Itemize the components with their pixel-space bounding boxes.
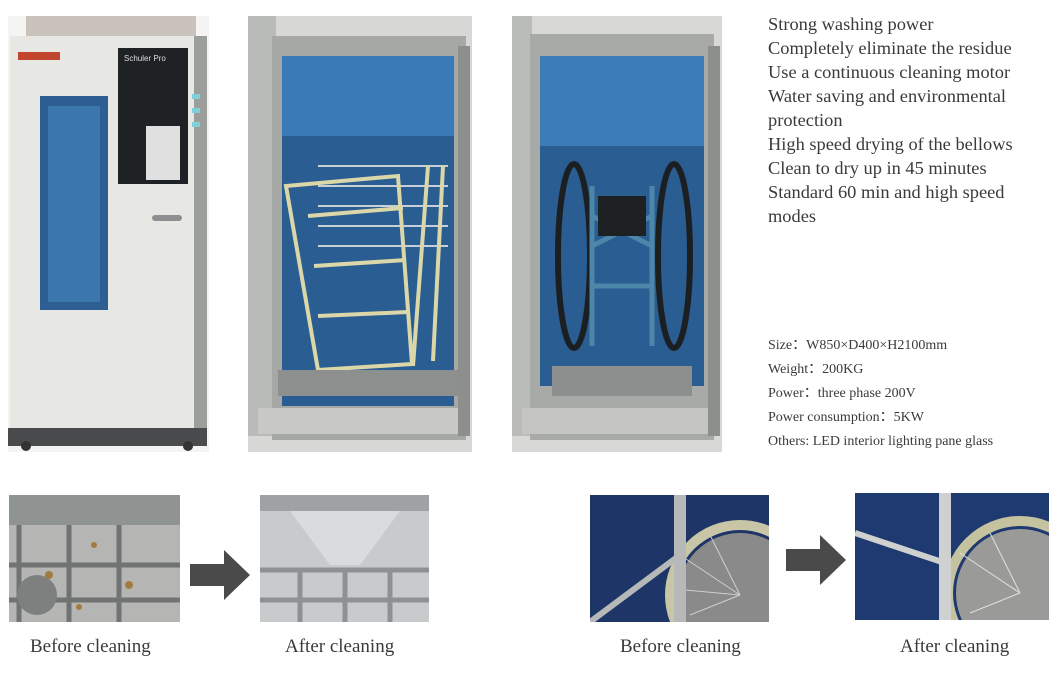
feature-item: High speed drying of the bellows xyxy=(768,134,1013,154)
feature-list: Strong washing power Completely eliminat… xyxy=(768,12,1053,228)
arrow-right-icon xyxy=(786,535,846,585)
spec-others: Others: LED interior lighting pane glass xyxy=(768,434,994,449)
before-cleaning-caption-2: Before cleaning xyxy=(620,636,741,657)
spec-size: Size：W850×D400×H2100mm xyxy=(768,338,948,353)
machine-open-wheelchair-photo xyxy=(512,16,722,452)
feature-item: Completely eliminate the residue xyxy=(768,38,1012,58)
feature-item: Clean to dry up in 45 minutes xyxy=(768,158,987,178)
spec-list: Size：W850×D400×H2100mm Weight：200KG Powe… xyxy=(768,334,1058,454)
machine-closed-photo: Schuler Pro xyxy=(8,16,209,452)
after-cleaning-caption-2: After cleaning xyxy=(900,636,1010,657)
before-cleaning-caption-1: Before cleaning xyxy=(30,636,151,657)
after-cleaning-photo-1 xyxy=(260,495,429,622)
after-cleaning-photo-2 xyxy=(855,493,1049,620)
spec-power-consumption: Power consumption：5KW xyxy=(768,410,924,425)
after-cleaning-caption-1: After cleaning xyxy=(285,636,395,657)
feature-item: Strong washing power xyxy=(768,14,934,34)
arrow-right-icon xyxy=(190,550,250,600)
machine-brand-label: Schuler Pro xyxy=(124,54,166,63)
spec-weight: Weight：200KG xyxy=(768,362,864,377)
feature-item: Use a continuous cleaning motor xyxy=(768,62,1011,82)
spec-power: Power：three phase 200V xyxy=(768,386,916,401)
before-cleaning-photo-2 xyxy=(590,495,769,622)
feature-item: Water saving and environmental protectio… xyxy=(768,86,1007,130)
feature-item: Standard 60 min and high speed modes xyxy=(768,182,1005,226)
before-cleaning-photo-1 xyxy=(9,495,180,622)
machine-open-carts-photo xyxy=(248,16,472,452)
